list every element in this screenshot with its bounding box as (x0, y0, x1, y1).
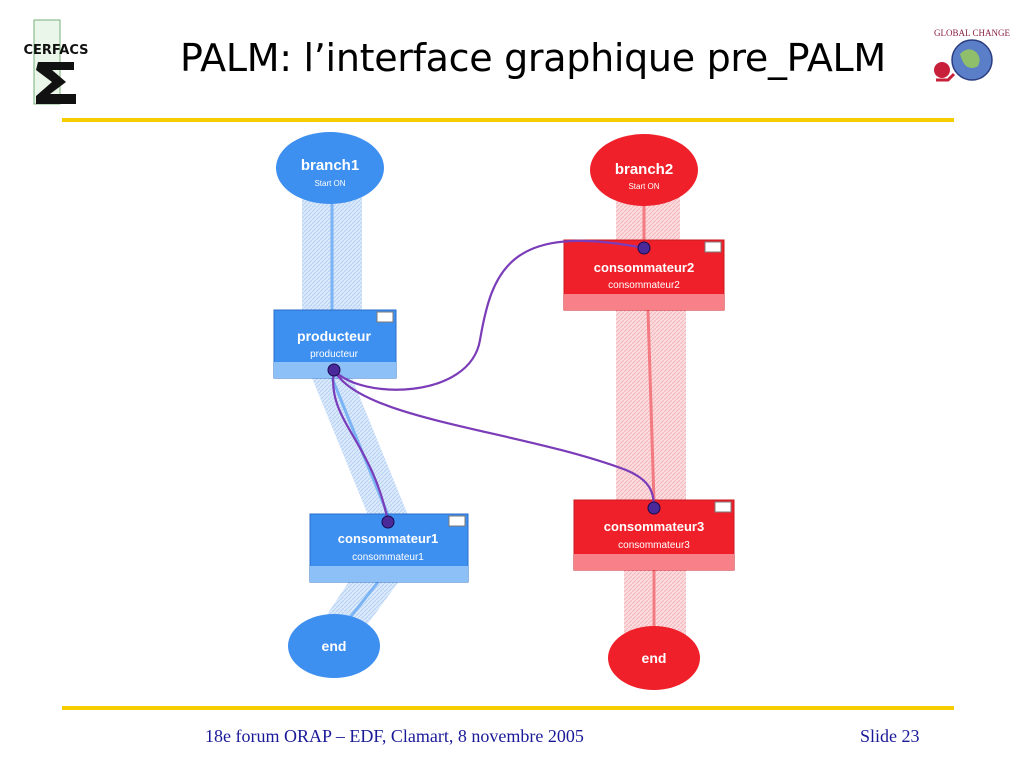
footer-event: 18e forum ORAP – EDF, Clamart, 8 novembr… (205, 726, 584, 746)
consommateur3-window-icon[interactable] (714, 501, 732, 513)
consommateur3-subtitle: consommateur3 (618, 540, 690, 551)
branch2-status: Start ON (628, 182, 659, 191)
cerfacs-logo-text: CERFACS (23, 43, 88, 58)
link-producteur-consommateur1[interactable] (331, 369, 390, 523)
consommateur1-window-icon[interactable] (448, 515, 466, 527)
branch1-label: branch1 (301, 157, 359, 174)
branch1-status: Start ON (314, 179, 345, 188)
consommateur3-input-port[interactable] (647, 501, 661, 515)
branch1-start-node[interactable]: branch1 Start ON (276, 132, 384, 204)
consommateur2-subtitle: consommateur2 (608, 280, 680, 291)
consommateur1-input-port[interactable] (381, 515, 395, 529)
cerfacs-logo: CERFACS (23, 19, 89, 105)
communication-links (331, 239, 656, 523)
link-producteur-consommateur3[interactable] (333, 369, 656, 509)
producteur-output-port[interactable] (327, 363, 341, 377)
link-producteur-consommateur2[interactable] (333, 239, 645, 391)
branch2-end-node[interactable]: end (608, 626, 700, 690)
consommateur2-unit[interactable]: consommateur2 consommateur2 (563, 239, 725, 311)
consommateur2-title: consommateur2 (594, 260, 694, 275)
branch2-end-label: end (642, 650, 667, 666)
producteur-subtitle: producteur (310, 349, 358, 360)
branch1-end-label: end (322, 638, 347, 654)
consommateur1-title: consommateur1 (338, 531, 438, 546)
consommateur2-window-icon[interactable] (704, 241, 722, 253)
branch2-label: branch2 (615, 161, 673, 178)
global-change-logo-text: GLOBAL CHANGE (934, 28, 1010, 38)
branch1-end-node[interactable]: end (288, 614, 380, 678)
consommateur2-input-port[interactable] (637, 241, 651, 255)
top-divider (62, 118, 954, 122)
consommateur3-title: consommateur3 (604, 519, 704, 534)
branch2-start-node[interactable]: branch2 Start ON (590, 134, 698, 206)
producteur-unit[interactable]: producteur producteur (273, 309, 397, 379)
producteur-title: producteur (297, 328, 371, 344)
bottom-divider (62, 706, 954, 710)
slide-title: PALM: l’interface graphique pre_PALM (180, 36, 886, 80)
slide-number: Slide 23 (860, 726, 920, 746)
consommateur1-subtitle: consommateur1 (352, 552, 424, 563)
global-change-logo: GLOBAL CHANGE (934, 28, 1010, 82)
producteur-window-icon[interactable] (376, 311, 394, 323)
